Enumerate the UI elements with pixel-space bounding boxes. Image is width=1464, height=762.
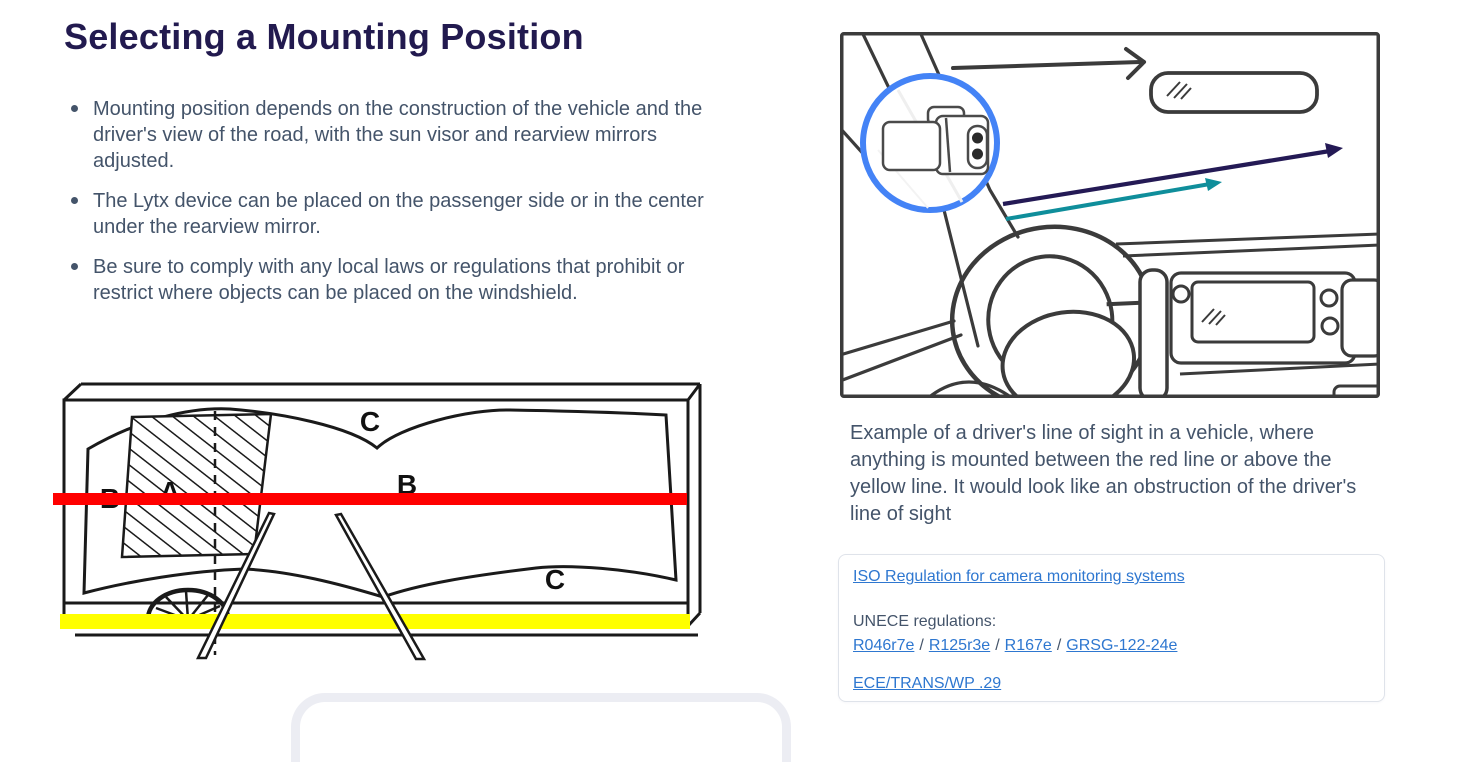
steering-column — [1138, 268, 1169, 398]
link-separator: / — [919, 637, 924, 654]
red-limit-line — [53, 493, 687, 505]
unece-links-row: R046r7e/R125r3e/R167e/GRSG-122-24e — [853, 637, 1177, 654]
bullet-text: Be sure to comply with any local laws or… — [93, 256, 685, 304]
unece-regulations-label: UNECE regulations: — [853, 613, 997, 630]
bullet-text: The Lytx device can be placed on the pas… — [93, 190, 704, 238]
windshield-zones-diagram: A B B C C — [53, 382, 702, 661]
bullet-device-placement: The Lytx device can be placed on the pas… — [64, 188, 732, 240]
bullet-text: Mounting position depends on the constru… — [93, 98, 703, 172]
dash-vent — [1340, 278, 1380, 358]
unece-link-grsg-122-24e[interactable]: GRSG-122-24e — [1066, 637, 1178, 654]
rearview-mirror — [1149, 71, 1319, 114]
bullet-mounting-position: Mounting position depends on the constru… — [64, 96, 732, 174]
wiper-blades — [195, 511, 427, 661]
dashcam-device-icon — [881, 105, 990, 176]
line-of-sight-arrow-navy — [1002, 143, 1343, 207]
unece-link-r167e[interactable]: R167e — [1004, 637, 1052, 654]
bullet-list: Mounting position depends on the constru… — [64, 96, 732, 320]
unece-link-r046r7e[interactable]: R046r7e — [853, 637, 915, 654]
next-card-top-edge — [291, 693, 791, 762]
link-separator: / — [1056, 637, 1062, 654]
bullet-local-laws: Be sure to comply with any local laws or… — [64, 254, 732, 306]
illustration-caption: Example of a driver's line of sight in a… — [850, 422, 1357, 525]
regulation-links-card: ISO Regulation for camera monitoring sys… — [838, 554, 1385, 702]
zone-label-c-bottom: C — [545, 564, 565, 595]
iso-regulation-link[interactable]: ISO Regulation for camera monitoring sys… — [853, 568, 1185, 585]
page-title: Selecting a Mounting Position — [64, 16, 584, 57]
mirror-arrow — [951, 47, 1146, 80]
yellow-limit-line — [60, 614, 690, 629]
cabin-line-of-sight-illustration — [840, 32, 1380, 398]
cluster-screen-glare-icon — [1201, 308, 1226, 326]
bullet-dot — [71, 105, 78, 112]
zone-a-hatched-area — [120, 412, 273, 559]
bullet-dot — [71, 197, 78, 204]
ece-trans-wp29-link[interactable]: ECE/TRANS/WP .29 — [853, 675, 1002, 692]
zone-label-c-top: C — [360, 406, 380, 437]
link-separator: / — [995, 637, 1000, 654]
windshield-bottom-edge — [1115, 232, 1380, 258]
illustration-frame — [840, 32, 1380, 398]
bullet-dot — [71, 263, 78, 270]
dashcam-highlight-circle — [860, 73, 1000, 213]
zone-label-b-center: B — [397, 469, 417, 500]
mirror-glare-icon — [1166, 81, 1192, 100]
unece-link-r125r3e[interactable]: R125r3e — [928, 637, 991, 654]
line-of-sight-arrow-teal — [1005, 178, 1222, 221]
